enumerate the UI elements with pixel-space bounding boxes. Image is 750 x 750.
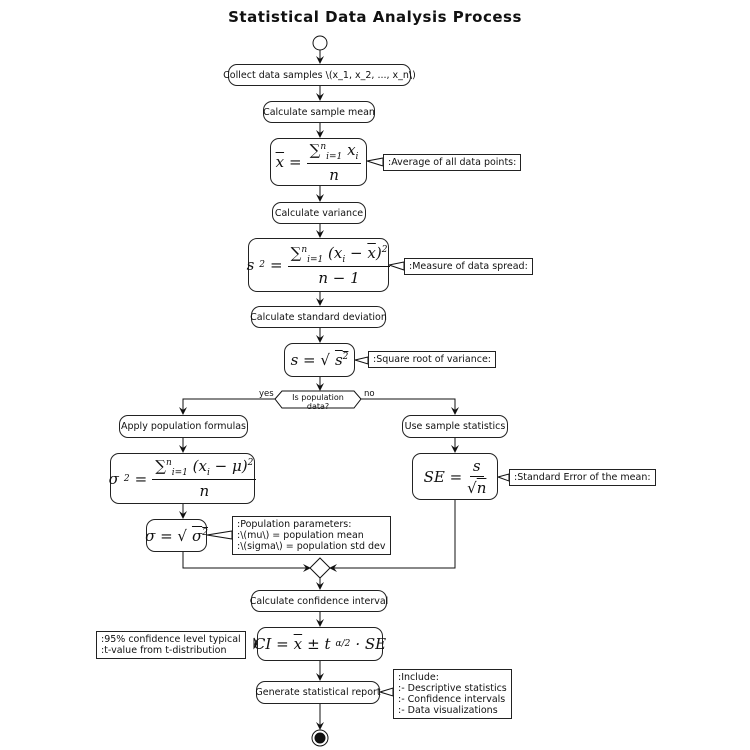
step-label: Apply population formulas — [121, 421, 246, 432]
note-line: :\(mu\) = population mean — [237, 530, 364, 541]
merge-node — [309, 557, 331, 579]
formula-pop-stddev: σ = √σ2 — [145, 519, 208, 552]
note-report: :Include::- Descriptive statistics:- Con… — [393, 669, 512, 719]
step-collect: Collect data samples \(x_1, x_2, ..., x_… — [223, 64, 416, 86]
note-line: :95% confidence level typical — [101, 634, 241, 645]
formula-se: SE = s√n — [412, 453, 498, 500]
note-ci: :95% confidence level typical:t-value fr… — [96, 631, 246, 659]
start-node — [312, 35, 328, 51]
formula-stddev: s = √s2 — [284, 343, 355, 377]
note-line: :\(sigma\) = population std dev — [237, 541, 386, 552]
note-population: :Population parameters::\(mu\) = populat… — [232, 516, 391, 555]
step-ci: Calculate confidence interval — [249, 590, 389, 612]
note-line: :Population parameters: — [237, 519, 352, 530]
step-label: Use sample statistics — [404, 421, 506, 432]
step-label: Calculate sample mean — [263, 106, 375, 118]
step-label: Calculate standard deviation — [250, 311, 387, 323]
step-variance: Calculate variance — [272, 202, 366, 224]
decision-question: Is population data? — [292, 393, 344, 411]
yes-label: yes — [259, 389, 274, 399]
step-label: Generate statistical report — [255, 687, 381, 698]
note-line: :t-value from t-distribution — [101, 645, 227, 656]
step-report: Generate statistical report — [255, 681, 381, 704]
note-line: :- Confidence intervals — [398, 694, 506, 705]
note-mean: :Average of all data points: — [383, 154, 522, 171]
step-label: Calculate confidence interval — [249, 595, 389, 607]
step-mean: Calculate sample mean — [263, 101, 375, 123]
note-line: :- Data visualizations — [398, 705, 498, 716]
no-label: no — [364, 389, 375, 399]
note-stddev: :Square root of variance: — [368, 351, 497, 368]
note-variance: :Measure of data spread: — [404, 258, 533, 275]
step-label: Calculate variance — [274, 207, 364, 219]
note-line: :Include: — [398, 672, 439, 683]
end-node — [311, 729, 329, 747]
note-se: :Standard Error of the mean: — [509, 469, 656, 486]
step-label: Collect data samples \(x_1, x_2, ..., x_… — [223, 69, 416, 81]
diagram-title: Statistical Data Analysis Process — [228, 8, 522, 26]
step-apply-population: Apply population formulas — [119, 415, 248, 438]
step-stddev: Calculate standard deviation — [250, 306, 387, 328]
step-use-sample: Use sample statistics — [402, 415, 508, 438]
note-line: :- Descriptive statistics — [398, 683, 507, 694]
